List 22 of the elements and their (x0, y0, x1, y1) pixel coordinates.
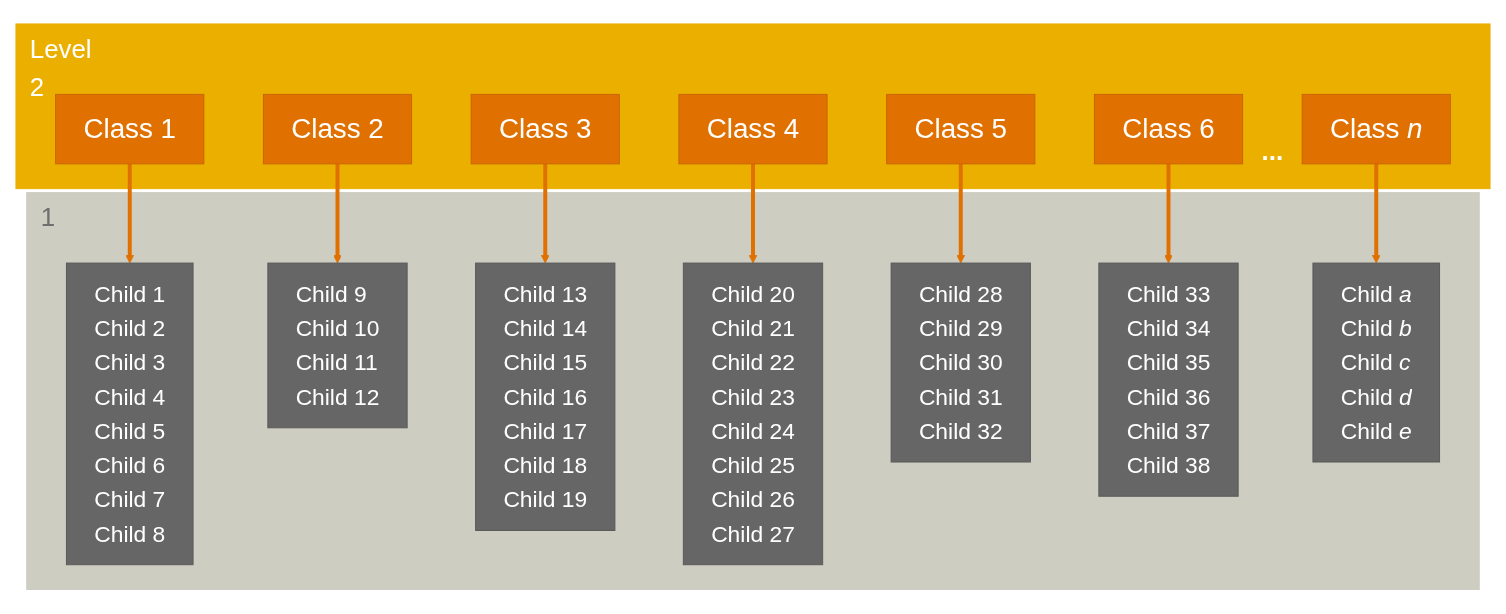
node-box: Child 20 Child 21 Child 22 Child 23 Child 24 Child 25 Child 26 Child 27 (682, 262, 824, 566)
node-box: Child 13 Child 14 Child 15 Child 16 Child 17 Child 18 Child 19 (475, 262, 616, 532)
arrow (1371, 164, 1381, 264)
node-box: Class 1 (55, 94, 205, 165)
node-box: Class n (1301, 94, 1451, 165)
node-box: Class 2 (262, 94, 413, 165)
node-box: Child a Child b Child c Child d Child e (1312, 262, 1441, 463)
node-box: Class 3 (470, 94, 620, 165)
node-box: Child 9 Child 10 Child 11 Child 12 (267, 262, 408, 429)
arrow (956, 164, 966, 264)
node-box: Class 6 (1093, 94, 1244, 165)
arrow (333, 164, 342, 264)
arrow (125, 164, 135, 264)
node-box: Class 4 (678, 94, 828, 165)
arrow (748, 164, 758, 264)
node-box: Class 5 (886, 94, 1036, 165)
arrow (540, 164, 550, 264)
ellipsis-label: ... (1261, 138, 1284, 165)
arrow (1164, 164, 1173, 264)
node-box: Child 1 Child 2 Child 3 Child 4 Child 5 Child 6 Child 7 Child 8 (65, 262, 194, 566)
node-box: Child 33 Child 34 Child 35 Child 36 Child 37 Child 38 (1098, 262, 1239, 497)
node-box: Child 28 Child 29 Child 30 Child 31 Child 32 (890, 262, 1031, 463)
